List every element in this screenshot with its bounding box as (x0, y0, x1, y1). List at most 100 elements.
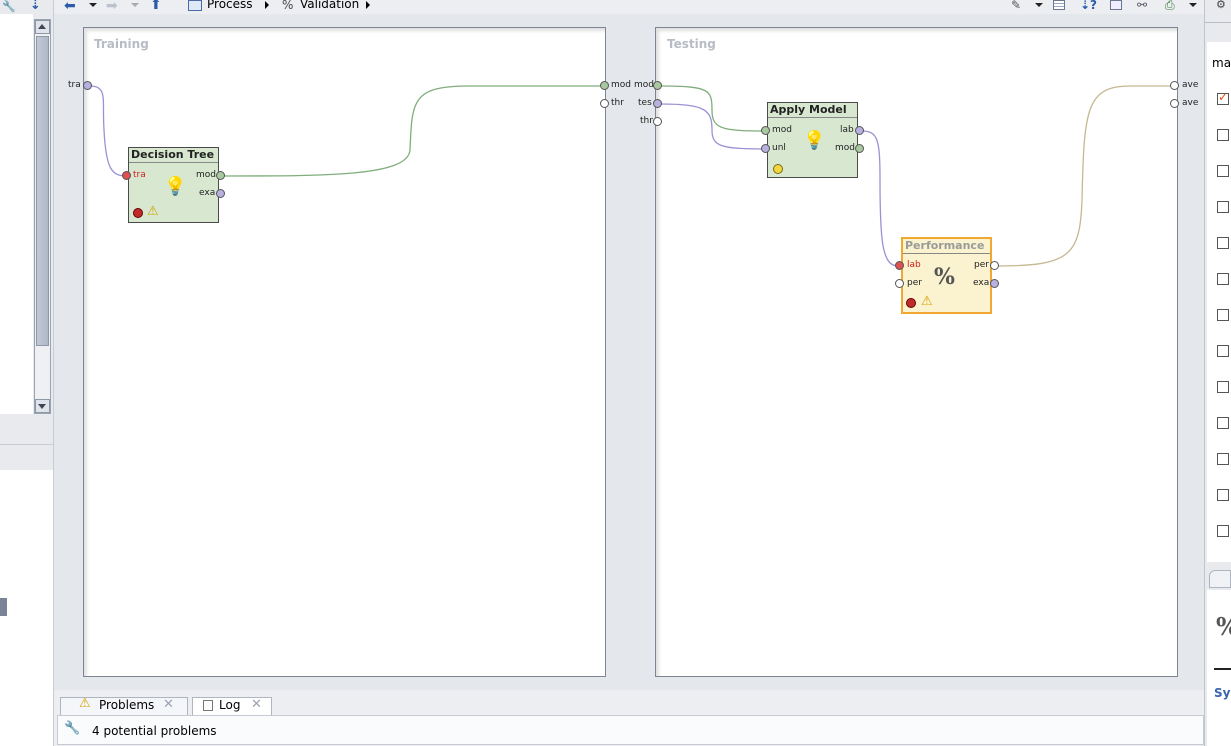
decision-tree-mod-port[interactable] (216, 171, 225, 180)
checkbox[interactable] (1217, 525, 1229, 537)
checkbox[interactable] (1217, 165, 1229, 177)
quick-fix-icon[interactable]: 🔧 (64, 721, 81, 736)
apply-model-mod-output-port[interactable] (855, 144, 864, 153)
print-icon[interactable]: ⎙ (1165, 0, 1175, 12)
chevron-down-icon (38, 404, 46, 409)
training-mod-output-port[interactable] (600, 81, 609, 90)
back-dropdown-icon[interactable] (89, 3, 97, 7)
testing-tes-input-port[interactable] (653, 99, 662, 108)
apply-model-lab-port[interactable] (855, 126, 864, 135)
wrench-icon[interactable]: 🔧 (2, 0, 16, 13)
lightbulb-icon: 💡 (164, 176, 187, 197)
checkbox[interactable] (1217, 309, 1229, 321)
log-document-icon (203, 700, 213, 711)
chevron-up-icon (38, 24, 46, 29)
close-icon[interactable]: ✕ (251, 697, 262, 712)
training-thr-output-port[interactable] (600, 99, 609, 108)
breadcrumb-validation[interactable]: Validation (300, 0, 360, 11)
performance-per-input-port[interactable] (895, 279, 904, 288)
process-icon (188, 0, 202, 11)
performance-operator[interactable]: Performance (901, 237, 992, 314)
parameters-list (1207, 42, 1231, 562)
testing-ave-output-port[interactable] (1170, 99, 1179, 108)
print-dropdown-icon[interactable] (1189, 3, 1197, 7)
parameter-header: ma (1212, 56, 1231, 70)
checkbox[interactable] (1217, 417, 1229, 429)
checkbox[interactable] (1217, 489, 1229, 501)
testing-input-port-label: tes (638, 98, 652, 108)
training-input-port-label: tra (68, 80, 81, 90)
operator-port-label: tra (133, 170, 146, 180)
status-icon (773, 164, 783, 174)
training-subprocess[interactable] (83, 27, 606, 677)
synopsis-link[interactable]: Sy (1214, 686, 1231, 700)
warning-icon: ⚠ (921, 294, 933, 309)
testing-input-port-label: thr (640, 116, 653, 126)
decision-tree-operator[interactable]: Decision Tree (128, 147, 219, 223)
scrollbar-thumb[interactable] (36, 36, 49, 346)
checkbox[interactable] (1217, 237, 1229, 249)
apply-model-mod-input-port[interactable] (761, 126, 770, 135)
operator-port-label: unl (772, 143, 786, 153)
back-arrow-icon[interactable]: ⬅ (64, 0, 76, 14)
testing-output-port-label: ave (1182, 98, 1199, 108)
testing-mod-input-port[interactable] (653, 81, 662, 90)
operator-port-label: lab (840, 125, 854, 135)
apply-model-unl-port[interactable] (761, 144, 770, 153)
checkbox[interactable] (1217, 453, 1229, 465)
testing-ave-output-port[interactable] (1170, 81, 1179, 90)
operator-port-label: mod (196, 170, 216, 180)
tab-problems[interactable] (60, 697, 188, 715)
testing-thr-input-port[interactable] (653, 117, 662, 126)
checkbox[interactable] (1217, 129, 1229, 141)
problems-view (57, 715, 1204, 745)
testing-subprocess[interactable] (655, 27, 1178, 677)
checkbox[interactable] (1217, 381, 1229, 393)
error-status-icon (133, 208, 143, 218)
operator-port-label: per (907, 278, 922, 288)
up-arrow-icon[interactable]: ⬆ (150, 0, 162, 13)
divider (0, 444, 53, 445)
tab-log-label: Log (219, 698, 241, 712)
checkbox[interactable] (1217, 201, 1229, 213)
operator-port-label: mod (772, 125, 792, 135)
left-lower-view (0, 470, 53, 746)
help-tab[interactable] (1209, 570, 1231, 588)
testing-title: Testing (667, 37, 716, 51)
training-title: Training (94, 37, 149, 51)
auto-wire-icon[interactable]: ✎ (1011, 0, 1022, 12)
breadcrumb-separator-icon (265, 1, 269, 9)
fit-icon[interactable] (1110, 0, 1122, 10)
decision-tree-exa-port[interactable] (216, 189, 225, 198)
panel-icon: ⚙ (1216, 0, 1226, 11)
arrange-icon[interactable] (1053, 0, 1065, 10)
link-icon[interactable]: ⚯ (1137, 0, 1148, 12)
decision-tree-tra-port[interactable] (122, 171, 131, 180)
forward-arrow-icon: ➡ (106, 0, 118, 14)
warning-icon: ⚠ (79, 696, 91, 711)
operator-port-label: exa (973, 278, 990, 288)
checkbox-checked[interactable] (1217, 93, 1229, 105)
checkbox[interactable] (1217, 345, 1229, 357)
performance-lab-port[interactable] (895, 261, 904, 270)
operator-port-label: lab (907, 260, 921, 270)
training-input-port[interactable] (83, 81, 92, 90)
performance-exa-port[interactable] (990, 279, 999, 288)
operator-port-label: exa (199, 188, 216, 198)
tab-problems-label: Problems (99, 698, 155, 712)
operator-title: Decision Tree (129, 148, 218, 163)
divider (1205, 22, 1231, 23)
order-icon[interactable]: ⇣? (1080, 0, 1098, 12)
warning-icon: ⚠ (147, 204, 159, 219)
close-icon[interactable]: ✕ (163, 697, 174, 712)
sort-icon[interactable]: ⇣ (30, 0, 41, 13)
checkbox[interactable] (1217, 273, 1229, 285)
performance-per-output-port[interactable] (990, 261, 999, 270)
left-tree-view (0, 14, 33, 414)
divider (1214, 668, 1231, 670)
breadcrumb-process[interactable]: Process (207, 0, 253, 11)
operator-title: Apply Model (768, 103, 857, 118)
auto-wire-dropdown-icon[interactable] (1035, 3, 1043, 7)
sash-handle[interactable] (0, 598, 7, 616)
